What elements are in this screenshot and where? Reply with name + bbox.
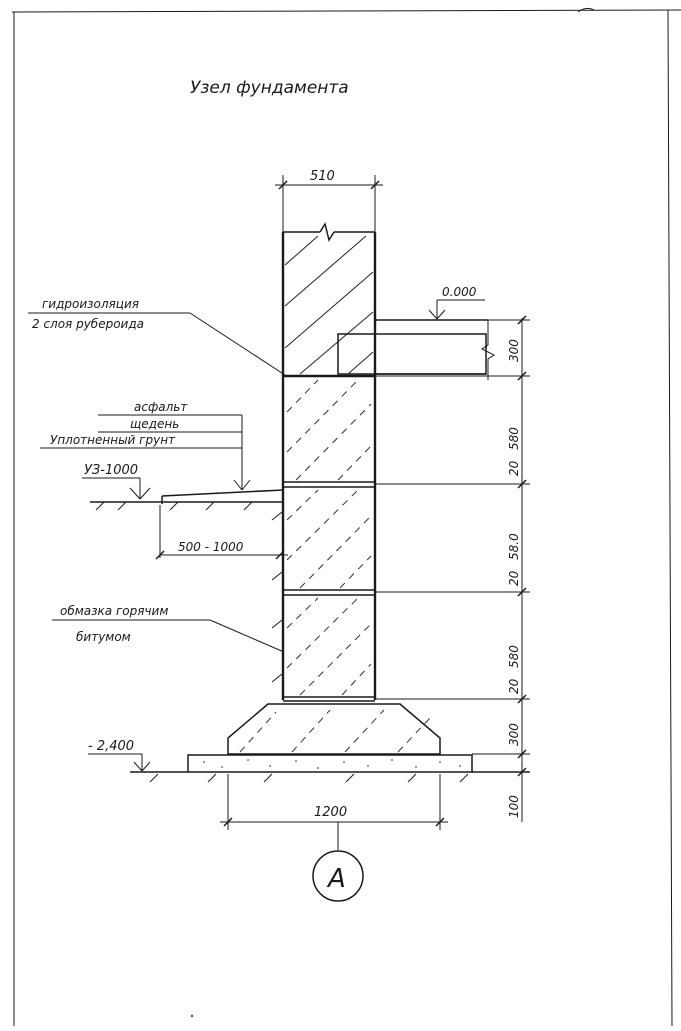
bitumen-label-2: битумом bbox=[76, 630, 131, 644]
footing-width-dimension bbox=[220, 774, 448, 850]
waterproofing-label-2: 2 слоя рубероида bbox=[32, 317, 144, 331]
axis-marker bbox=[312, 850, 364, 902]
wall-soil-hatching bbox=[271, 511, 283, 683]
ground-hatching-top bbox=[95, 501, 253, 511]
foundation-blocks bbox=[281, 374, 377, 702]
joint-label-3: 20 bbox=[507, 678, 521, 694]
base-level-marker bbox=[88, 753, 530, 783]
ground-level-marker bbox=[82, 477, 151, 500]
floor-level-marker bbox=[428, 299, 485, 320]
floor-level-label: 0.000 bbox=[442, 285, 477, 299]
pad-height-label: 100 bbox=[507, 795, 521, 818]
footing-width-label: 1200 bbox=[314, 805, 347, 820]
axis-marker-label: А bbox=[326, 864, 346, 894]
sheet-border bbox=[11, 7, 681, 1027]
plinth-height-label: 300 bbox=[507, 339, 521, 362]
waterproofing-leader bbox=[28, 312, 286, 376]
blind-area bbox=[90, 489, 288, 683]
joint-label-1: 20 bbox=[507, 460, 521, 476]
joint-label-2: 20 bbox=[507, 570, 521, 586]
ground-level-label: УЗ-1000 bbox=[84, 463, 138, 478]
wall-hatching bbox=[284, 235, 374, 375]
vertical-dimensions bbox=[375, 315, 530, 822]
compacted-soil-label: Уплотненный грунт bbox=[50, 433, 176, 447]
footing-height-label: 300 bbox=[507, 723, 521, 746]
sand-pad bbox=[187, 754, 473, 773]
footing-cushion bbox=[227, 703, 441, 755]
base-level-label: - 2,400 bbox=[88, 739, 134, 754]
wall-width-dimension bbox=[275, 175, 383, 232]
brick-wall bbox=[281, 222, 377, 376]
block-height-label-3: 580 bbox=[507, 645, 521, 668]
block-height-label-1: 580 bbox=[507, 427, 521, 450]
bitumen-label-1: обмазка горячим bbox=[60, 604, 168, 618]
asphalt-label: асфальт bbox=[134, 400, 188, 414]
waterproofing-label-1: гидроизоляция bbox=[42, 297, 139, 311]
gravel-label: щедень bbox=[130, 417, 179, 431]
blind-area-width-label: 500 - 1000 bbox=[178, 540, 244, 554]
block-hatching bbox=[286, 379, 372, 696]
layer-leaders bbox=[40, 414, 251, 491]
wall-width-label: 510 bbox=[310, 169, 335, 184]
drawing-title: Узел фундамента bbox=[190, 78, 349, 98]
bitumen-leader bbox=[52, 619, 285, 653]
floor-slab bbox=[337, 319, 495, 380]
block-height-label-2: 58.0 bbox=[507, 533, 521, 560]
